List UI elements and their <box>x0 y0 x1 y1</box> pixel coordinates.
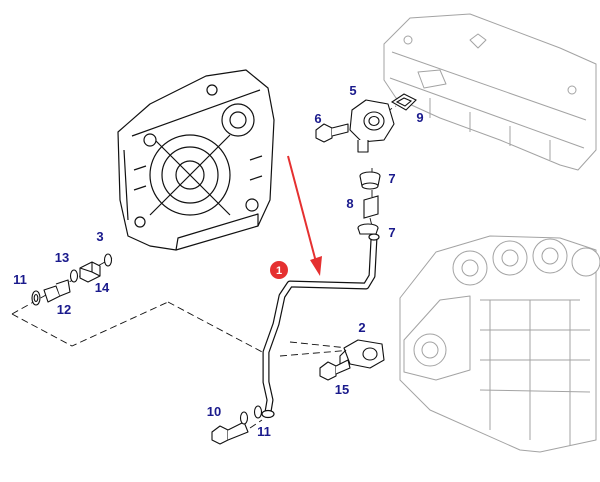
red-arrow-icon <box>287 155 322 276</box>
callout-15: 15 <box>335 382 349 397</box>
bent-tube-part <box>261 233 380 419</box>
engine-block <box>399 235 600 453</box>
banjo-bolt-left <box>43 279 71 303</box>
o-ring-left <box>69 269 79 283</box>
callout-5: 5 <box>349 83 356 98</box>
callout-7-upper: 7 <box>388 171 395 186</box>
bolt-part <box>315 123 349 143</box>
callout-7-lower: 7 <box>388 225 395 240</box>
hose-clamp-lower <box>357 223 379 235</box>
callout-8: 8 <box>346 196 353 211</box>
callout-6: 6 <box>314 111 321 126</box>
cylinder-head-cover <box>383 13 597 171</box>
callout-11-left: 11 <box>13 272 27 287</box>
callout-2: 2 <box>358 320 365 335</box>
washer-ring-adapter <box>103 253 113 267</box>
badge-label: 1 <box>276 265 282 277</box>
pipe-clamp-bracket <box>339 339 385 369</box>
callout-10: 10 <box>207 404 221 419</box>
adapter-fitting-left <box>79 261 101 283</box>
callout-11-lower: 11 <box>257 424 271 439</box>
callout-9: 9 <box>416 110 423 125</box>
timing-cover-housing <box>117 69 275 251</box>
washer-ring-lower-b <box>253 405 263 419</box>
washer-ring-left <box>31 290 41 306</box>
callout-labels: 5 6 9 7 8 7 3 13 11 14 12 2 15 10 11 <box>13 83 423 439</box>
callout-3: 3 <box>96 229 103 244</box>
hose-clamp-upper <box>359 171 381 190</box>
callout-13: 13 <box>55 250 69 265</box>
numbered-circle-badge: 1 <box>270 261 288 279</box>
callout-12: 12 <box>57 302 71 317</box>
hose-sleeve <box>363 195 379 219</box>
callout-14: 14 <box>95 280 110 295</box>
bolt-bracket <box>319 359 351 381</box>
gasket-part <box>390 93 417 111</box>
oil-fitting-housing <box>349 99 395 153</box>
washer-ring-lower-a <box>239 411 249 425</box>
banjo-bolt-lower <box>211 421 249 445</box>
